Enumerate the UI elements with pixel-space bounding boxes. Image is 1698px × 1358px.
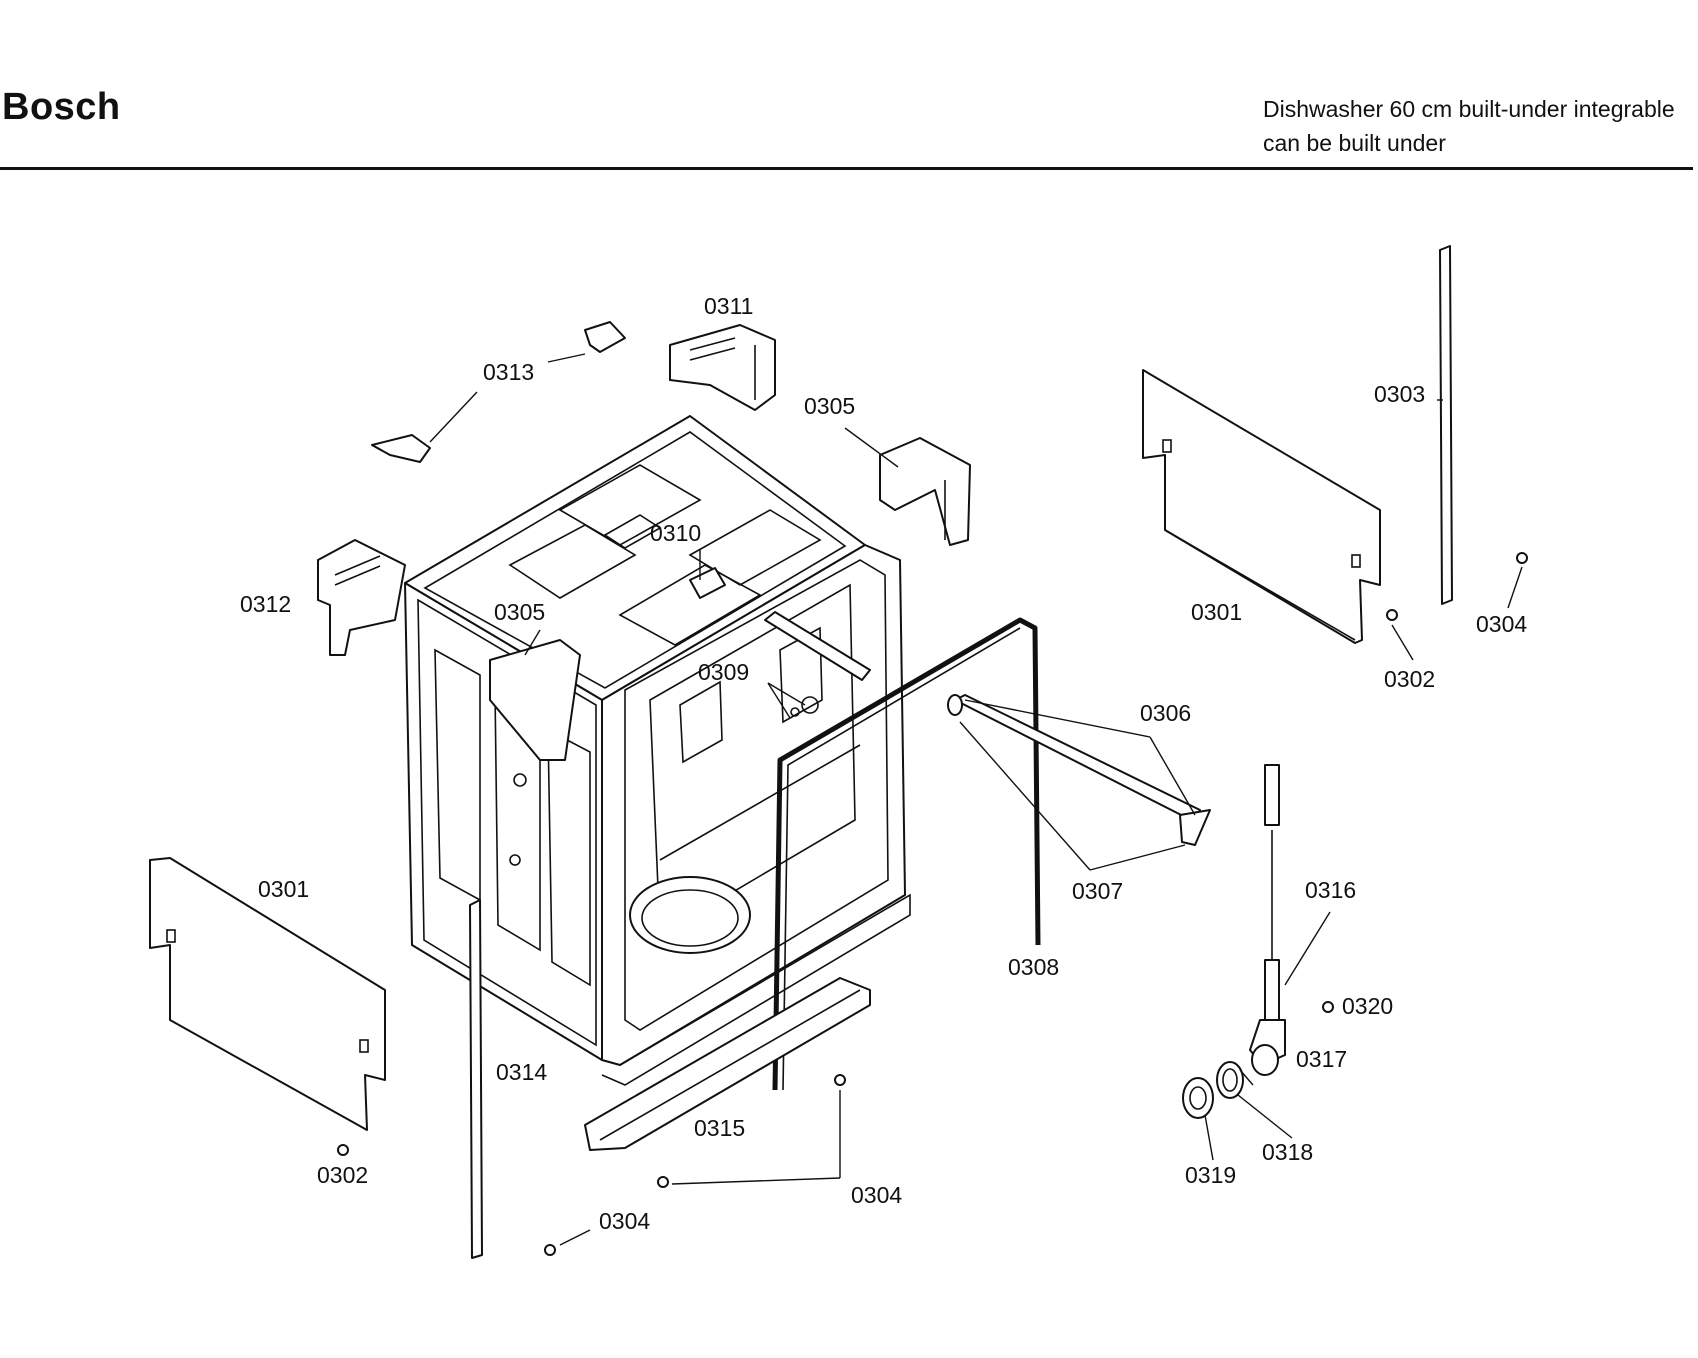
label-0302-right: 0302	[1384, 666, 1435, 692]
label-0309: 0309	[698, 659, 749, 685]
label-0318: 0318	[1262, 1139, 1313, 1165]
label-0315: 0315	[694, 1115, 745, 1141]
label-0310: 0310	[650, 520, 701, 546]
tub-frame	[404, 415, 911, 1086]
mounting-plate-0313	[371, 321, 626, 463]
bracket-0305-top	[879, 437, 971, 546]
label-0301-right: 0301	[1191, 599, 1242, 625]
brand-name: Bosch	[2, 86, 121, 128]
description-line-1: Dishwasher 60 cm built-under integrable	[1263, 96, 1675, 122]
label-0305-top: 0305	[804, 393, 855, 419]
label-0302-left: 0302	[317, 1162, 368, 1188]
label-0307: 0307	[1072, 878, 1123, 904]
description-line-2: can be built under	[1263, 130, 1446, 156]
label-0304-lower-left: 0304	[599, 1208, 650, 1234]
base-rail-0315	[584, 977, 871, 1151]
strip-0303	[1439, 245, 1453, 605]
rings-0318-0319	[1182, 1061, 1244, 1119]
label-0317: 0317	[1296, 1046, 1347, 1072]
label-0304-right: 0304	[1476, 611, 1527, 637]
side-panel-0301-right	[1142, 369, 1381, 644]
label-0306: 0306	[1140, 700, 1191, 726]
label-0303: 0303	[1374, 381, 1425, 407]
label-0320: 0320	[1342, 993, 1393, 1019]
leader-lines	[429, 353, 1523, 1246]
model-description: Dishwasher 60 cm built-under integrable …	[1263, 92, 1675, 160]
screws	[337, 552, 1528, 1256]
header-divider	[0, 167, 1693, 170]
label-0319: 0319	[1185, 1162, 1236, 1188]
bracket-0311	[669, 324, 776, 411]
bracket-0312	[317, 539, 406, 656]
label-0311: 0311	[704, 293, 753, 319]
label-0308: 0308	[1008, 954, 1059, 980]
side-seal-0314	[469, 899, 483, 1259]
label-0313: 0313	[483, 359, 534, 385]
label-0304-bottom: 0304	[851, 1182, 902, 1208]
hose-0316	[1249, 764, 1286, 1076]
label-0305-side: 0305	[494, 599, 545, 625]
label-0301-left: 0301	[258, 876, 309, 902]
label-0314: 0314	[496, 1059, 547, 1085]
part-labels: 0311 0313 0305 0310 0312 0305 0309 0303 …	[240, 293, 1527, 1234]
label-0316: 0316	[1305, 877, 1356, 903]
side-panel-0301-left	[149, 857, 386, 1131]
label-0312: 0312	[240, 591, 291, 617]
rod-0306	[947, 694, 1211, 846]
